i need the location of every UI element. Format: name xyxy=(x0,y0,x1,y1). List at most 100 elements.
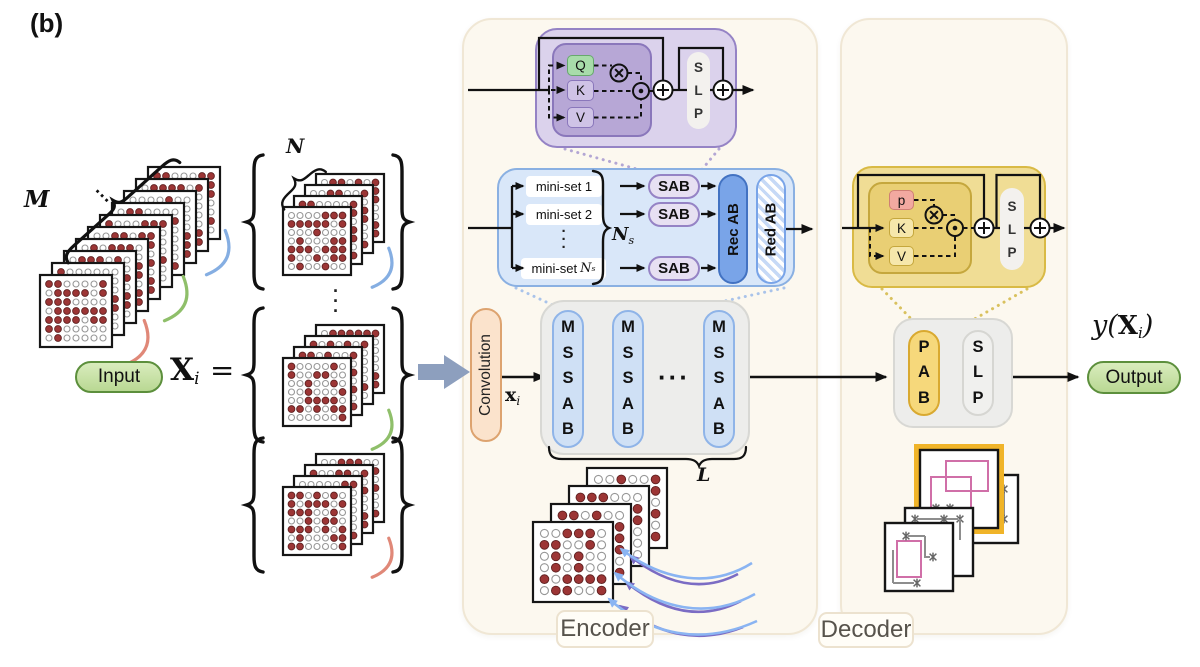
empty-point xyxy=(195,193,203,201)
empty-point xyxy=(93,241,101,249)
filled-point xyxy=(111,286,119,294)
filled-point xyxy=(337,475,346,484)
filled-point xyxy=(207,190,215,198)
filled-point xyxy=(337,346,346,355)
empty-point xyxy=(371,501,380,509)
empty-point xyxy=(108,271,116,279)
filled-point xyxy=(309,520,318,529)
filled-point xyxy=(343,383,352,391)
empty-point xyxy=(313,525,321,534)
filled-point xyxy=(144,244,152,252)
empty-point xyxy=(114,256,122,264)
empty-point xyxy=(102,277,110,285)
empty-point xyxy=(117,253,125,261)
empty-point xyxy=(318,503,326,512)
sab-pill-2-label: SAB xyxy=(658,206,690,223)
filled-point xyxy=(304,396,313,405)
filled-point xyxy=(57,295,65,303)
empty-point xyxy=(318,520,326,529)
empty-point xyxy=(332,209,341,217)
filled-point xyxy=(81,289,89,297)
filled-point xyxy=(335,232,343,240)
filled-point xyxy=(90,271,98,279)
empty-point xyxy=(360,366,369,374)
filled-point xyxy=(138,286,146,294)
filled-point xyxy=(307,217,315,226)
filled-point xyxy=(321,517,330,525)
filled-point xyxy=(287,220,296,228)
empty-point xyxy=(177,220,185,228)
filled-point xyxy=(321,525,330,534)
filled-point xyxy=(287,542,296,551)
filled-point xyxy=(326,512,335,520)
empty-point xyxy=(354,338,363,346)
empty-point xyxy=(141,211,149,219)
empty-point xyxy=(346,212,354,221)
empty-point xyxy=(296,362,304,371)
point-grid-card xyxy=(314,452,386,524)
filled-point xyxy=(129,277,137,285)
filled-point xyxy=(326,383,335,391)
filled-point xyxy=(168,184,176,192)
empty-point xyxy=(296,228,304,237)
empty-point xyxy=(105,256,113,264)
empty-point xyxy=(159,202,167,210)
filled-point xyxy=(207,217,215,225)
filled-point xyxy=(75,322,83,330)
filled-point xyxy=(147,232,155,240)
empty-point xyxy=(287,388,296,396)
filled-point xyxy=(298,514,307,523)
card-frame xyxy=(292,474,364,546)
filled-point xyxy=(346,475,354,484)
empty-point xyxy=(321,542,330,551)
filled-point xyxy=(150,256,158,264)
empty-point xyxy=(337,509,346,518)
query-box: Q xyxy=(567,55,594,76)
filled-point xyxy=(105,274,113,282)
empty-point xyxy=(69,310,77,318)
filled-point xyxy=(354,467,363,475)
empty-point xyxy=(195,220,203,228)
empty-point xyxy=(174,196,182,204)
filled-point xyxy=(349,385,358,394)
empty-point xyxy=(363,501,371,509)
empty-point xyxy=(99,244,107,252)
filled-point xyxy=(147,241,155,249)
filled-point xyxy=(117,262,125,270)
empty-point xyxy=(72,298,80,306)
filled-point xyxy=(313,254,321,262)
empty-point xyxy=(108,253,116,261)
filled-point xyxy=(332,523,341,531)
empty-point xyxy=(153,253,161,261)
filled-point xyxy=(337,178,346,187)
empty-point xyxy=(45,334,53,342)
filled-point xyxy=(45,325,53,333)
filled-point xyxy=(304,379,313,388)
filled-point xyxy=(147,286,155,294)
empty-point xyxy=(78,310,86,318)
empty-point xyxy=(315,480,324,489)
output-pill-label: Output xyxy=(1105,366,1163,388)
filled-point xyxy=(111,259,119,267)
empty-point xyxy=(298,226,307,234)
filled-point xyxy=(156,241,164,249)
empty-point xyxy=(69,265,77,273)
filled-point xyxy=(338,525,347,534)
empty-point xyxy=(171,172,179,180)
filled-point xyxy=(75,313,83,321)
mini-set-ns-label: mini-set xyxy=(531,261,578,276)
empty-point xyxy=(84,286,92,294)
empty-point xyxy=(105,310,113,318)
empty-point xyxy=(371,492,380,501)
filled-point xyxy=(87,256,95,264)
empty-point xyxy=(363,346,371,355)
point-grid-card xyxy=(86,225,162,301)
empty-point xyxy=(111,277,119,285)
empty-point xyxy=(129,232,137,240)
filled-point xyxy=(296,405,304,413)
filled-point xyxy=(117,235,125,243)
group-brace-right xyxy=(391,436,416,574)
empty-point xyxy=(126,262,134,270)
empty-point xyxy=(123,283,131,291)
filled-point xyxy=(360,520,369,529)
